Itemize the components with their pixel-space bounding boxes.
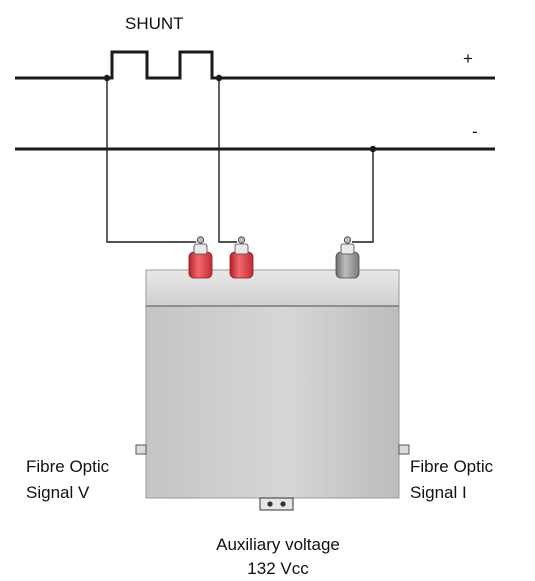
negative-label: - — [472, 122, 478, 141]
fibre-port-right — [398, 444, 410, 455]
terminal-red-1 — [188, 236, 213, 279]
measurement-device — [135, 269, 410, 511]
sense-wire-3 — [352, 149, 374, 243]
sense-wire-1 — [106, 78, 196, 243]
terminal-red-2 — [229, 236, 254, 279]
positive-label: + — [463, 49, 473, 68]
fibre-optic-signal-v-label-line2: Signal V — [26, 483, 90, 502]
fibre-optic-signal-i-label-line1: Fibre Optic — [410, 457, 494, 476]
fibre-optic-signal-i-label-line2: Signal I — [410, 483, 467, 502]
device-top-lid — [145, 269, 400, 307]
fibre-optic-signal-v-label-line1: Fibre Optic — [26, 457, 110, 476]
terminal-grey — [335, 236, 360, 279]
auxiliary-voltage-value: 132 Vcc — [247, 559, 309, 578]
sense-wire-2 — [218, 78, 237, 243]
aux-connector — [259, 497, 294, 511]
auxiliary-voltage-label: Auxiliary voltage — [216, 535, 340, 554]
shunt-label: SHUNT — [125, 14, 184, 33]
positive-bus-line — [15, 50, 495, 80]
fibre-port-left — [135, 444, 147, 455]
